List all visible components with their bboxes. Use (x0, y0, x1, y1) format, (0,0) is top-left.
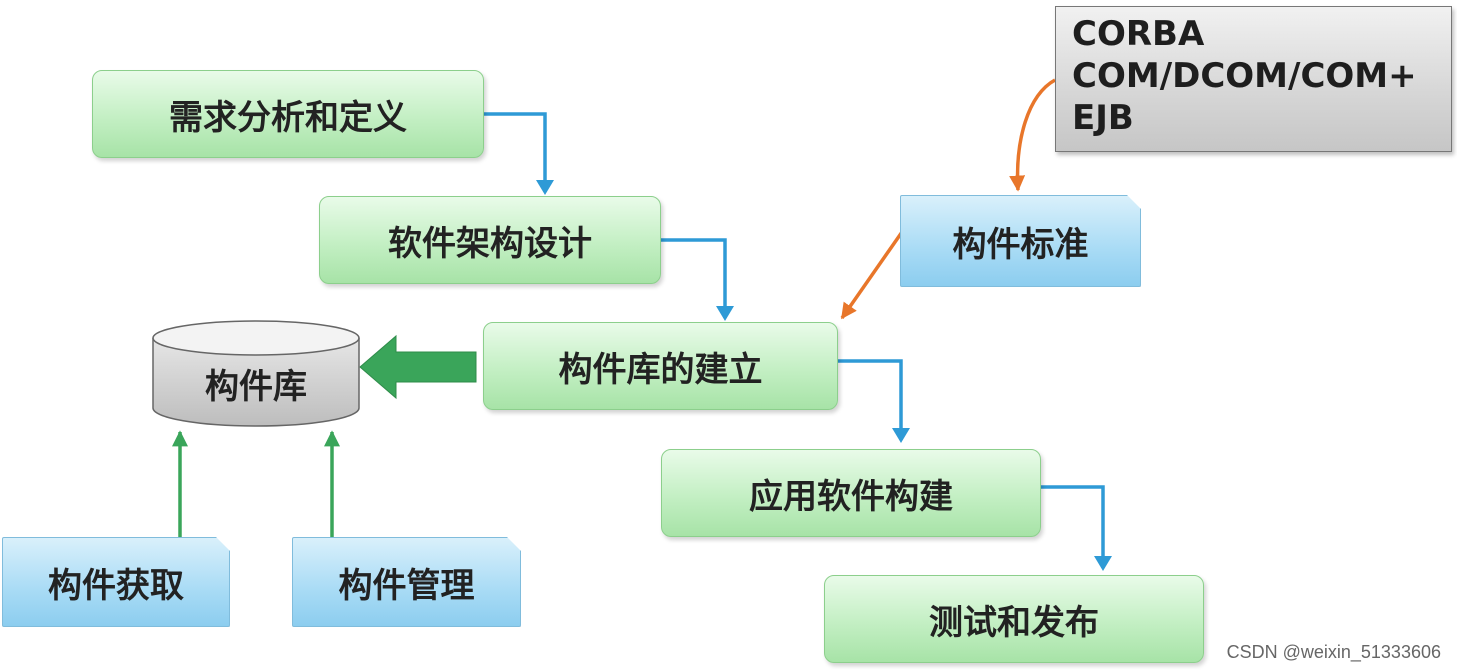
arrowhead-library-build (716, 306, 734, 321)
component-library-cylinder (152, 320, 360, 427)
arrowhead-test (1094, 556, 1112, 571)
arrow-component-standard-to-library-build (840, 230, 904, 320)
arrow-requirements-to-architecture (484, 112, 547, 192)
node-app-build: 应用软件构建 (661, 449, 1041, 537)
node-component-manage: 构件管理 (292, 537, 521, 627)
arrow-library-build-to-component-library (359, 334, 477, 400)
component-library-label: 构件库 (205, 366, 307, 407)
arrow-standards-to-component-standard (1009, 78, 1056, 192)
arrowhead-architecture (536, 180, 554, 195)
arrowhead-app-build (892, 428, 910, 443)
node-library-build: 构件库的建立 (483, 322, 838, 410)
standard-ejb: EJB (1072, 98, 1134, 138)
arrow-architecture-to-library-build (661, 238, 727, 318)
arrow-library-build-to-app-build (838, 359, 903, 440)
node-component-acquire: 构件获取 (2, 537, 230, 627)
node-test-release: 测试和发布 (824, 575, 1204, 663)
watermark: CSDN @weixin_51333606 (1226, 642, 1441, 662)
node-requirements: 需求分析和定义 (92, 70, 484, 158)
node-architecture: 软件架构设计 (319, 196, 661, 284)
node-component-standard: 构件标准 (900, 195, 1141, 287)
standard-com: COM/DCOM/COM+ (1072, 56, 1417, 96)
standard-corba: CORBA (1072, 14, 1205, 54)
arrow-app-build-to-test (1041, 485, 1105, 568)
standards-box: CORBA COM/DCOM/COM+ EJB (1055, 6, 1452, 152)
